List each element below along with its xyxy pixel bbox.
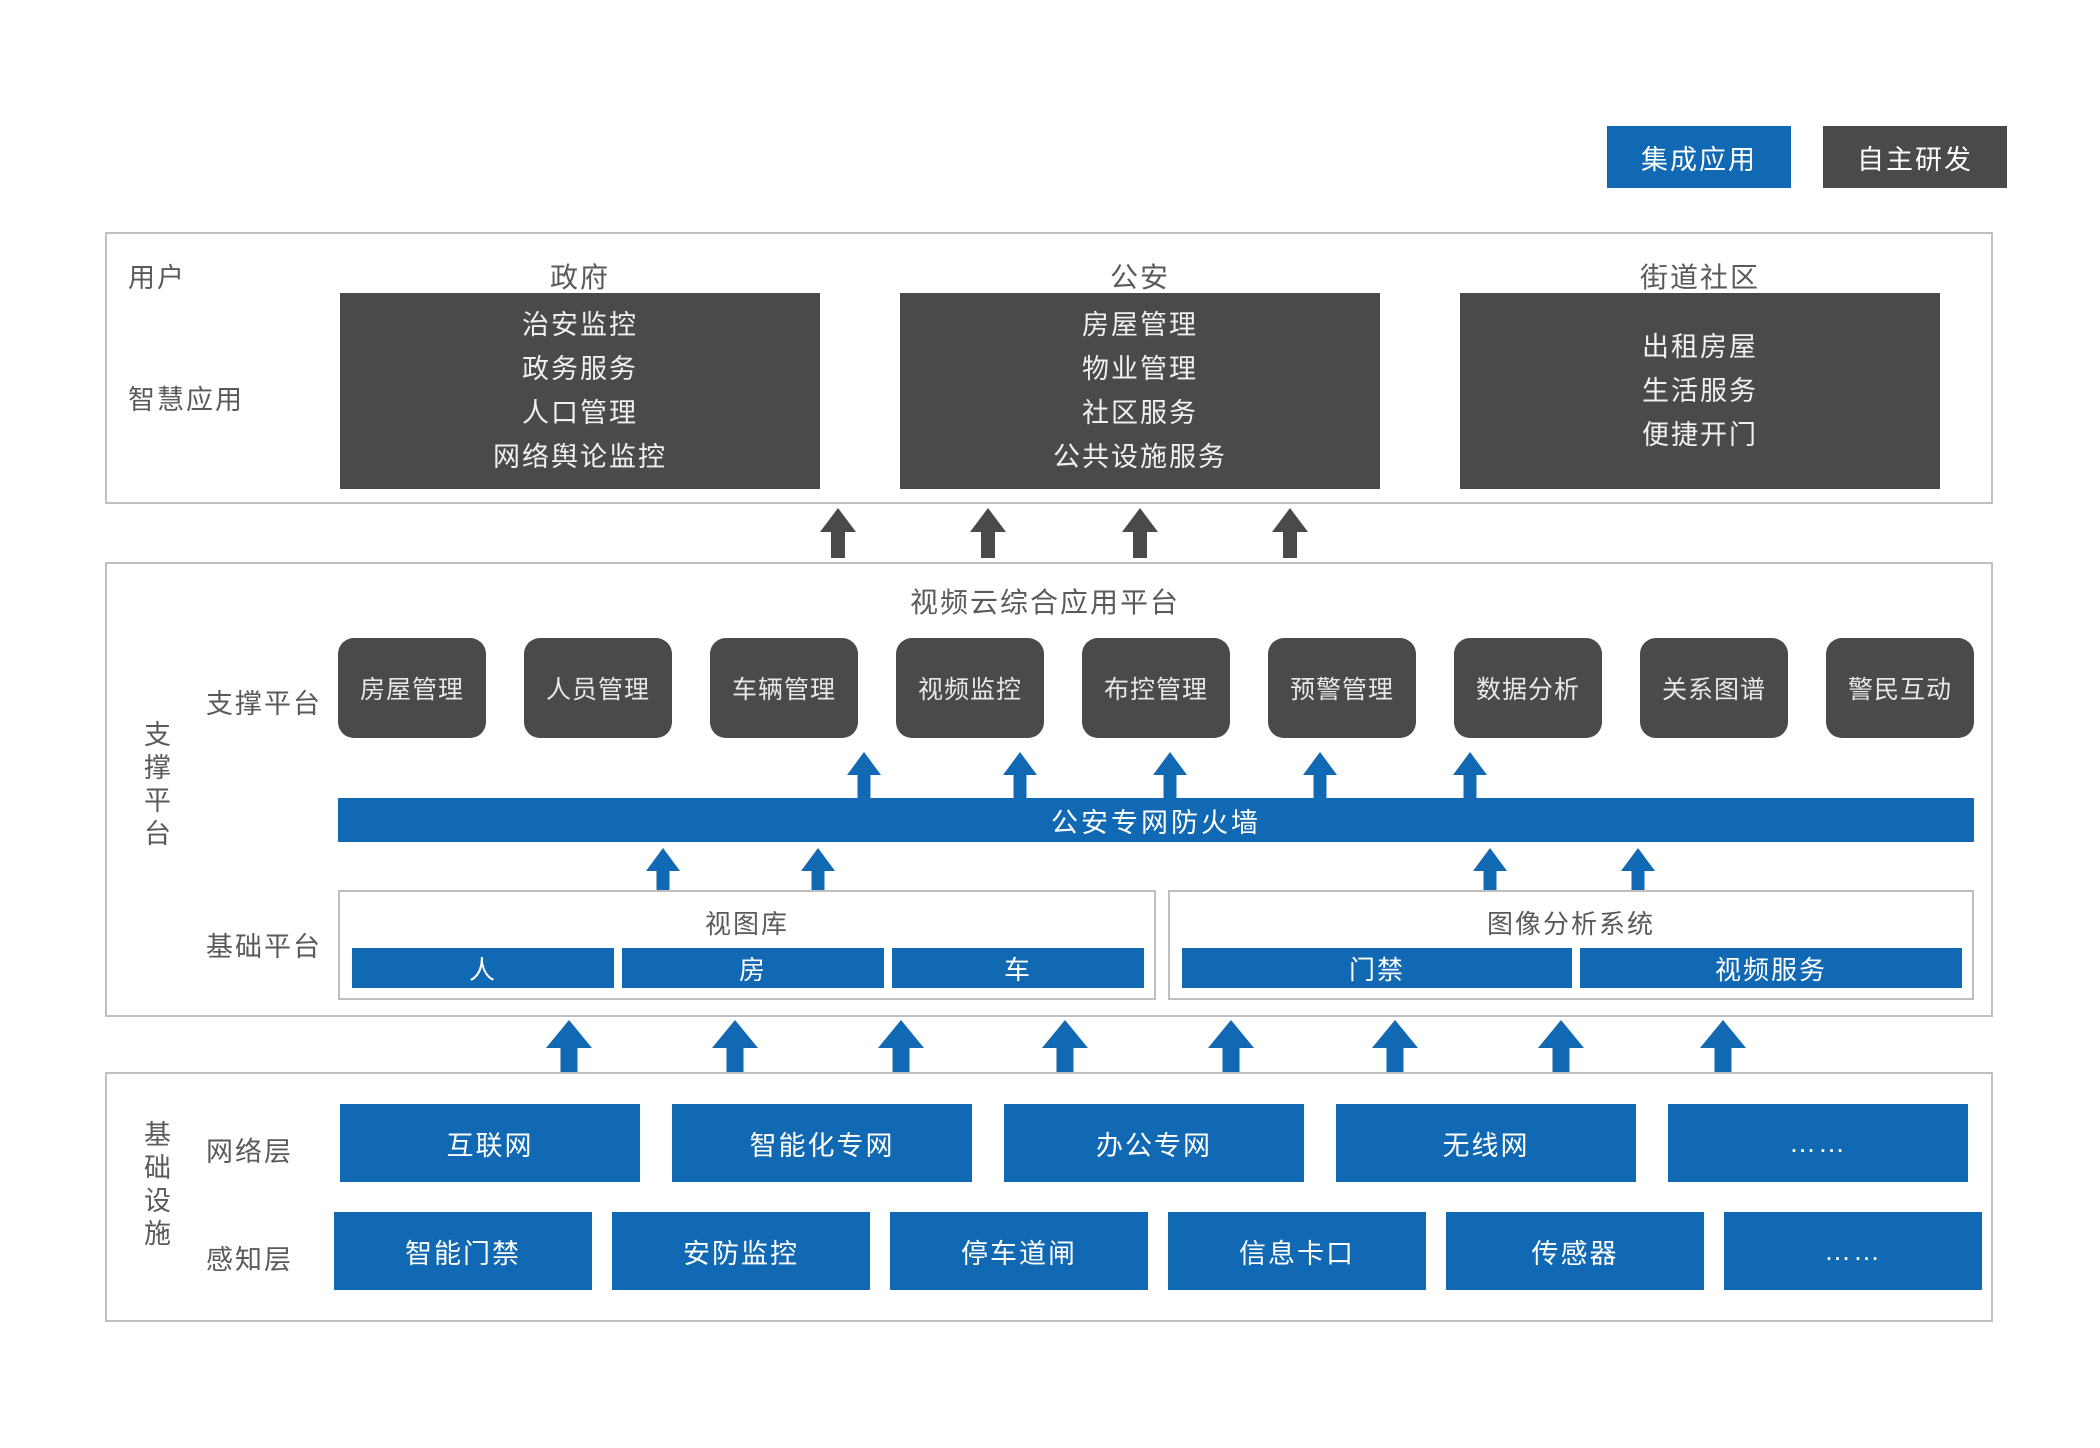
- flow-arrow-up-icon: [1152, 752, 1188, 800]
- platform-title: 视频云综合应用平台: [910, 587, 1181, 618]
- side-label-infrastructure: 基础设施: [140, 1120, 170, 1252]
- app-item: 便捷开门: [1642, 420, 1758, 450]
- app-box-public-security[interactable]: 房屋管理 物业管理 社区服务 公共设施服务: [900, 293, 1380, 489]
- app-column-title-public-security: 公安: [1109, 262, 1170, 293]
- flow-arrow-up-icon: [1452, 752, 1488, 800]
- sensing-layer-item-more[interactable]: ……: [1724, 1212, 1982, 1290]
- flow-arrow-up-icon: [820, 508, 856, 558]
- row-label-support-platform: 支撑平台: [206, 689, 322, 719]
- flow-arrow-up-icon: [1538, 1020, 1584, 1072]
- base-item-access-control[interactable]: 门禁: [1182, 948, 1572, 988]
- flow-arrow-up-icon: [1042, 1020, 1088, 1072]
- base-item-video-service[interactable]: 视频服务: [1580, 948, 1962, 988]
- sensing-layer-item-sensor[interactable]: 传感器: [1446, 1212, 1704, 1290]
- row-label-smart-application: 智慧应用: [128, 385, 244, 415]
- support-module-video-surveillance[interactable]: 视频监控: [896, 638, 1044, 738]
- sensing-layer-item-security-surveillance[interactable]: 安防监控: [612, 1212, 870, 1290]
- flow-arrow-up-icon: [1208, 1020, 1254, 1072]
- sensing-layer-item-smart-access-control[interactable]: 智能门禁: [334, 1212, 592, 1290]
- flow-arrow-up-icon: [1372, 1020, 1418, 1072]
- firewall-bar[interactable]: 公安专网防火墙: [338, 798, 1974, 842]
- support-module-data-analysis[interactable]: 数据分析: [1454, 638, 1602, 738]
- flow-arrow-up-icon: [712, 1020, 758, 1072]
- base-item-house[interactable]: 房: [622, 948, 884, 988]
- app-column-title-street-community: 街道社区: [1639, 262, 1760, 293]
- support-module-relationship-graph[interactable]: 关系图谱: [1640, 638, 1788, 738]
- flow-arrow-up-icon: [1002, 752, 1038, 800]
- support-module-police-citizen-interaction[interactable]: 警民互动: [1826, 638, 1974, 738]
- base-item-person[interactable]: 人: [352, 948, 614, 988]
- app-box-street-community[interactable]: 出租房屋 生活服务 便捷开门: [1460, 293, 1940, 489]
- flow-arrow-up-icon: [1700, 1020, 1746, 1072]
- flow-arrow-up-icon: [1302, 752, 1338, 800]
- support-module-house-management[interactable]: 房屋管理: [338, 638, 486, 738]
- network-layer-item-wireless-network[interactable]: 无线网: [1336, 1104, 1636, 1182]
- row-label-base-platform: 基础平台: [206, 932, 322, 962]
- app-item: 物业管理: [1082, 354, 1198, 384]
- base-group-title-view-library: 视图库: [704, 909, 789, 939]
- flow-arrow-up-icon: [878, 1020, 924, 1072]
- flow-arrow-up-icon: [846, 752, 882, 800]
- network-layer-item-intelligent-private-network[interactable]: 智能化专网: [672, 1104, 972, 1182]
- flow-arrow-up-icon: [1272, 508, 1308, 558]
- app-item: 网络舆论监控: [493, 442, 667, 472]
- app-item: 公共设施服务: [1053, 442, 1227, 472]
- support-module-personnel-management[interactable]: 人员管理: [524, 638, 672, 738]
- support-module-vehicle-management[interactable]: 车辆管理: [710, 638, 858, 738]
- app-box-government[interactable]: 治安监控 政务服务 人口管理 网络舆论监控: [340, 293, 820, 489]
- legend-chip-integrated-application: 集成应用: [1607, 126, 1791, 188]
- flow-arrow-up-icon: [546, 1020, 592, 1072]
- row-label-sensing-layer: 感知层: [206, 1245, 293, 1275]
- legend-chip-self-developed: 自主研发: [1823, 126, 2007, 188]
- side-label-support-platform: 支撑平台: [140, 720, 170, 852]
- support-module-control-management[interactable]: 布控管理: [1082, 638, 1230, 738]
- app-column-title-government: 政府: [549, 262, 610, 293]
- sensing-layer-item-information-checkpoint[interactable]: 信息卡口: [1168, 1212, 1426, 1290]
- flow-arrow-up-icon: [970, 508, 1006, 558]
- base-group-title-image-analysis-system: 图像分析系统: [1486, 909, 1655, 939]
- app-item: 房屋管理: [1082, 310, 1198, 340]
- row-label-network-layer: 网络层: [206, 1137, 293, 1167]
- flow-arrow-up-icon: [1122, 508, 1158, 558]
- support-module-early-warning-management[interactable]: 预警管理: [1268, 638, 1416, 738]
- sensing-layer-item-parking-barrier[interactable]: 停车道闸: [890, 1212, 1148, 1290]
- app-item: 社区服务: [1082, 398, 1198, 428]
- legend: 集成应用 自主研发: [1607, 126, 2007, 188]
- app-item: 出租房屋: [1642, 332, 1758, 362]
- base-item-vehicle[interactable]: 车: [892, 948, 1144, 988]
- app-item: 治安监控: [522, 310, 638, 340]
- row-label-user: 用户: [128, 263, 186, 293]
- network-layer-item-internet[interactable]: 互联网: [340, 1104, 640, 1182]
- network-layer-item-more[interactable]: ……: [1668, 1104, 1968, 1182]
- app-item: 政务服务: [522, 354, 638, 384]
- app-item: 生活服务: [1642, 376, 1758, 406]
- network-layer-item-office-private-network[interactable]: 办公专网: [1004, 1104, 1304, 1182]
- app-item: 人口管理: [522, 398, 638, 428]
